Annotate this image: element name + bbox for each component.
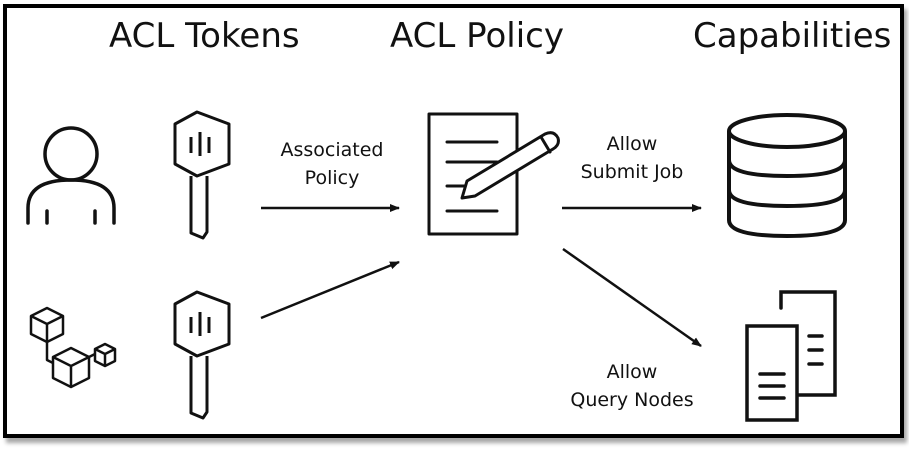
policy-document-icon <box>427 112 560 236</box>
database-icon <box>727 113 847 239</box>
allow-query-nodes-label: Allow Query Nodes <box>570 361 694 411</box>
cubes-icon <box>29 306 117 389</box>
acl-policy-header: ACL Policy <box>390 16 564 56</box>
diagram-frame: ACL Tokens ACL Policy Capabilities Assoc… <box>3 4 904 438</box>
token-key-icon <box>173 110 231 240</box>
documents-icon <box>745 290 837 422</box>
capabilities-header: Capabilities <box>693 16 892 56</box>
arrows <box>260 204 702 348</box>
service-to-policy-arrow <box>260 260 400 320</box>
associated-policy-label: Associated Policy <box>280 139 384 189</box>
acl-tokens-header: ACL Tokens <box>109 16 300 56</box>
allow-submit-job-label: Allow Submit Job <box>580 133 684 183</box>
token-key-icon <box>173 290 231 420</box>
user-icon <box>26 126 116 225</box>
query-nodes-arrow <box>562 247 702 348</box>
